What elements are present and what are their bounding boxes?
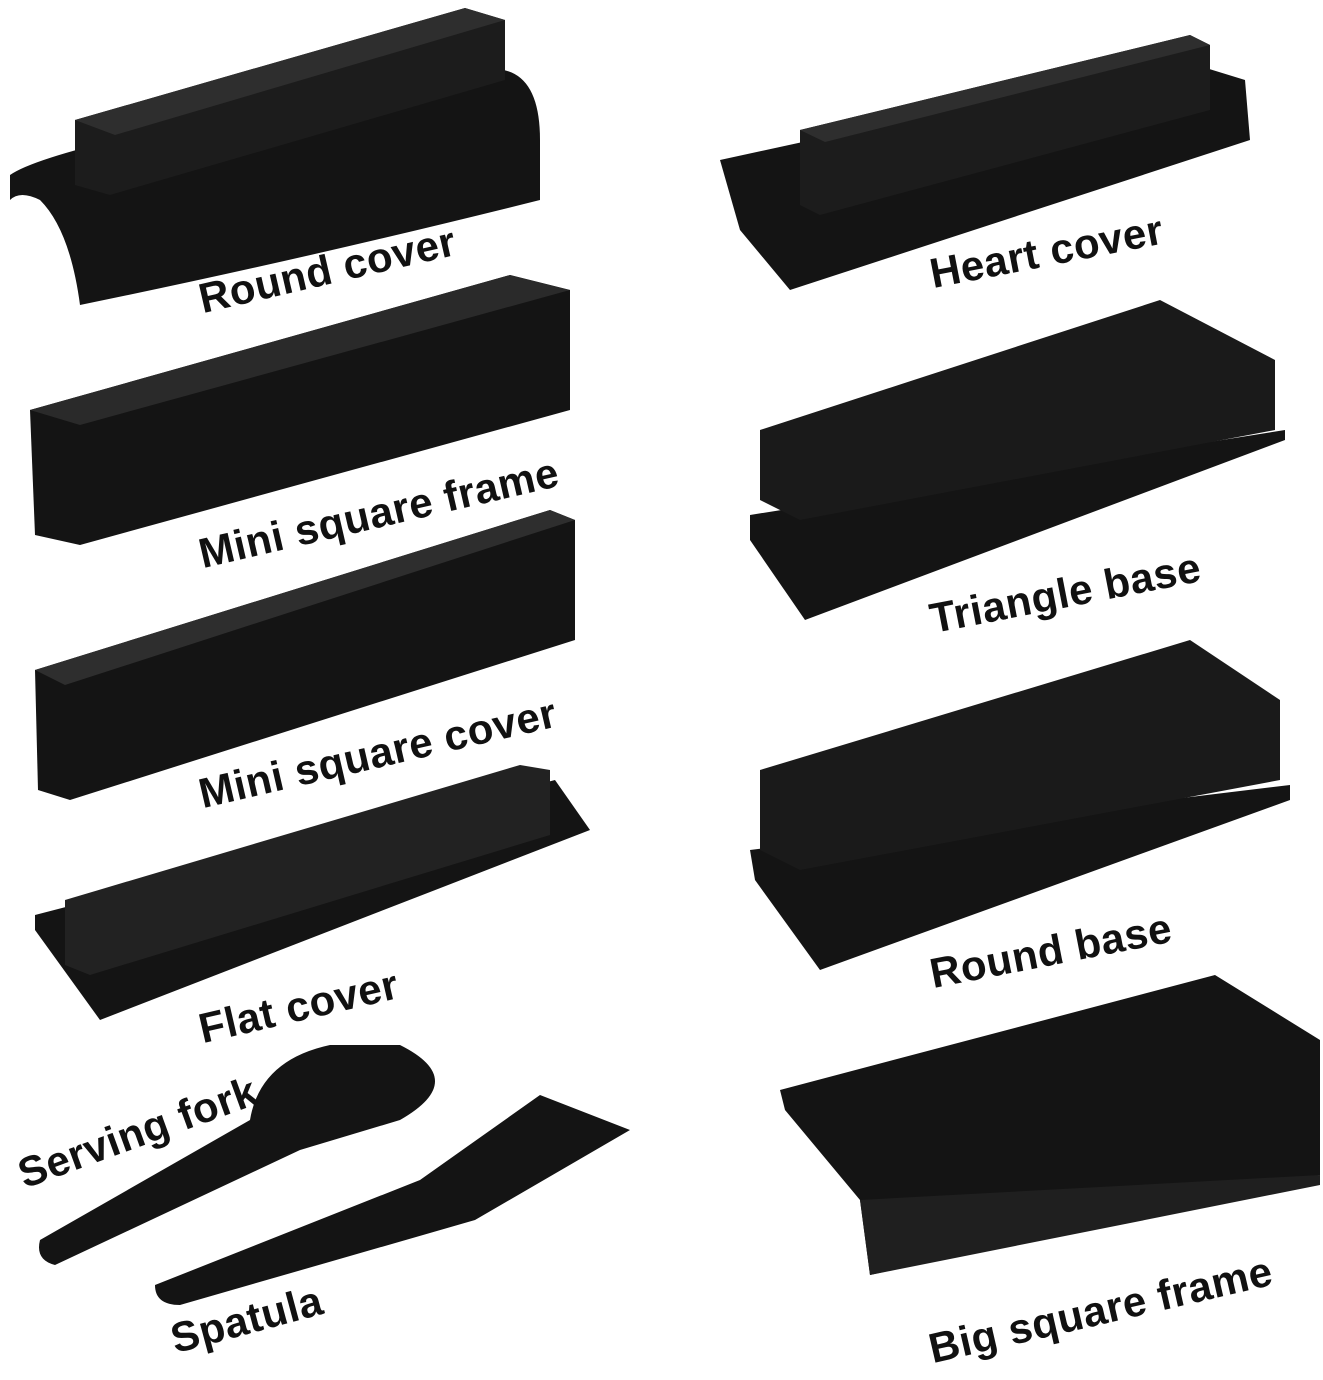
round-cover-image <box>10 8 540 305</box>
flat-cover-image <box>35 765 590 1020</box>
mini-square-frame-image <box>30 275 570 545</box>
mini-square-cover-image <box>35 510 575 800</box>
heart-cover-image <box>720 35 1250 290</box>
spatula-image <box>155 1095 630 1305</box>
serving-fork-image <box>39 1045 435 1265</box>
round-base-image <box>750 640 1290 970</box>
triangle-base-image <box>750 300 1285 620</box>
big-square-frame-image <box>780 975 1320 1275</box>
